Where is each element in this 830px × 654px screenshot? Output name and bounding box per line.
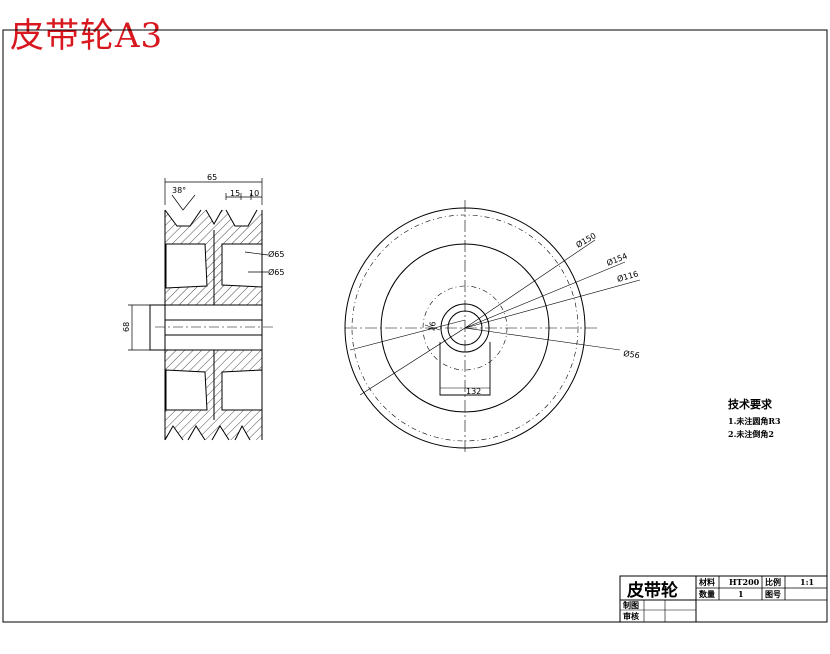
title-block-quantity-label: 数量	[699, 589, 715, 599]
side-section-view	[128, 178, 275, 445]
title-block-scale-label: 比例	[765, 577, 781, 587]
dim-front-dia-3: Ø116	[616, 268, 639, 284]
tech-requirement-2: 2.未注倒角2	[728, 429, 774, 439]
dim-key-depth: 132	[466, 387, 481, 396]
tech-requirement-1: 1.未注圆角R3	[728, 416, 781, 426]
title-block-drawn-label: 制图	[623, 600, 639, 610]
title-block-part-name: 皮带轮	[627, 580, 678, 601]
dim-bore: 68	[122, 322, 131, 332]
dim-side-dia-2: Ø65	[268, 267, 284, 277]
title-block-scale-value: 1:1	[800, 577, 814, 587]
dim-groove-pitch: 15	[230, 189, 240, 198]
dim-groove-edge: 10	[249, 189, 259, 198]
title-block-drawing-no-label: 图号	[765, 589, 781, 599]
dim-side-dia-1: Ø65	[268, 249, 284, 259]
title-block-material-value: HT200	[729, 577, 760, 587]
front-view	[344, 200, 641, 452]
sheet-title: 皮带轮A3	[10, 16, 164, 56]
grooves-bottom	[165, 426, 262, 445]
title-block-checked-label: 审核	[623, 611, 639, 621]
hub-pockets	[149, 243, 263, 411]
dim-groove-angle: 38°	[172, 186, 186, 195]
title-block-material-label: 材料	[699, 577, 715, 587]
dim-width: 65	[207, 173, 217, 182]
title-block-quantity-value: 1	[738, 589, 744, 599]
grooves-top	[165, 205, 262, 226]
drawing-frame	[2, 29, 828, 623]
dim-key-width: 16	[427, 321, 438, 333]
dim-front-dia-4: Ø56	[623, 348, 641, 360]
dim-front-dia-1: Ø150	[574, 230, 598, 249]
title-block	[619, 575, 828, 623]
tech-requirements-title: 技术要求	[728, 397, 773, 411]
